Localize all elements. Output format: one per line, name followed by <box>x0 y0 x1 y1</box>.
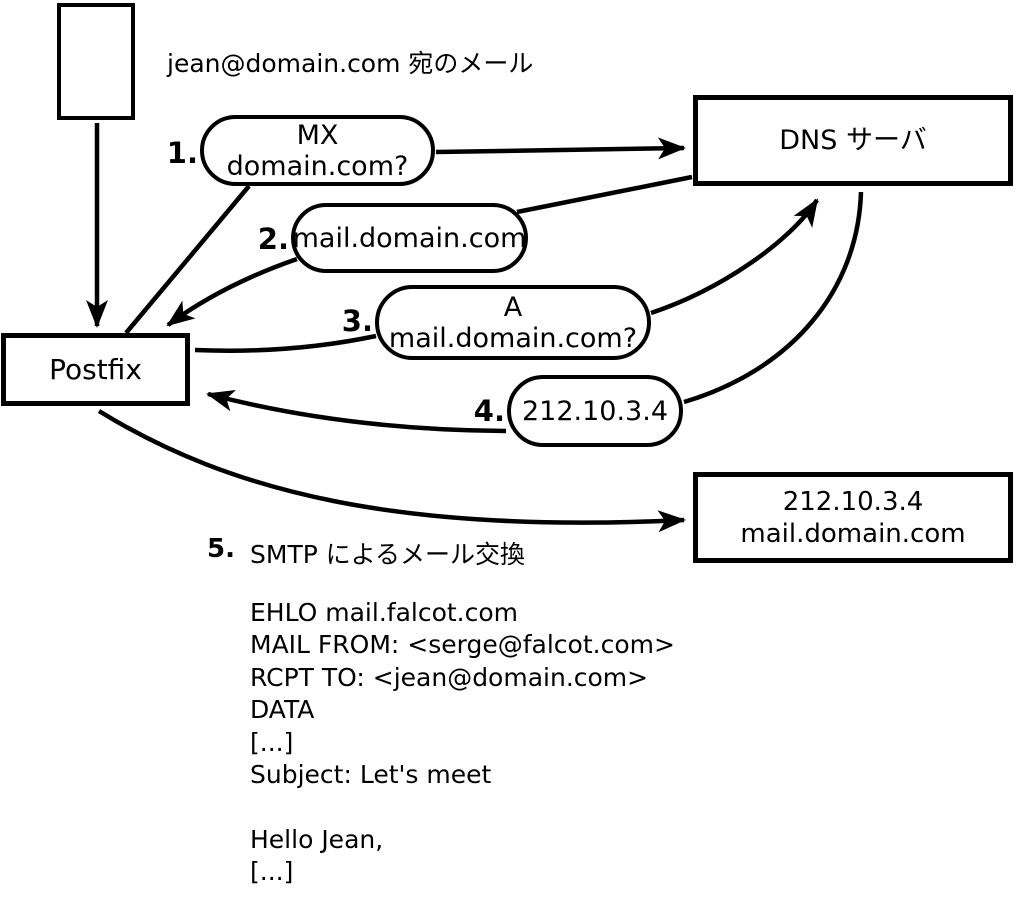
line-postfix-to-a-query <box>194 333 377 353</box>
arrow-a-answer-to-postfix <box>206 389 507 434</box>
arrow-postfix-to-mailserver <box>97 409 686 533</box>
arrow-a-query-to-dns <box>650 198 819 316</box>
dns-server-node: DNS サーバ <box>693 95 1013 186</box>
postfix-label: Postfix <box>49 353 142 386</box>
smtp-line-ellipsis-1: [...] <box>250 727 294 757</box>
line-postfix-to-mx-query <box>124 184 251 335</box>
pill-a-query: A mail.domain.com? <box>375 285 651 360</box>
mail-server-node: 212.10.3.4 mail.domain.com <box>693 472 1013 563</box>
step-number-5: 5. <box>207 534 235 564</box>
smtp-line-ehlo: EHLO mail.falcot.com <box>250 598 519 627</box>
step-number-3: 3. <box>341 304 373 338</box>
step-number-2: 2. <box>257 222 289 256</box>
mail-server-hostname: mail.domain.com <box>740 518 966 549</box>
smtp-line-subject: Subject: Let's meet <box>250 759 492 789</box>
smtp-session-transcript: EHLO mail.falcot.com MAIL FROM: <serge@f… <box>250 597 675 919</box>
line-dns-to-a-answer <box>683 191 864 405</box>
smtp-line-mail-from: MAIL FROM: <serge@falcot.com> <box>250 630 675 660</box>
smtp-line-ellipsis-2: [...] <box>250 857 294 887</box>
step-number-4: 4. <box>473 394 505 428</box>
mail-destination-label: jean@domain.com 宛のメール <box>167 49 534 78</box>
smtp-line-rcpt-to: RCPT TO: <jean@domain.com> <box>250 662 649 692</box>
envelope-box <box>57 3 135 120</box>
smtp-exchange-label: SMTP によるメール交換 <box>250 540 525 569</box>
step-number-1: 1. <box>166 136 198 170</box>
line-dns-to-mx-answer <box>516 174 693 215</box>
smtp-line-blank-1 <box>250 791 675 823</box>
smtp-line-data: DATA <box>250 695 315 725</box>
arrow-mx-answer-to-postfix <box>166 256 298 327</box>
pill-a-answer: 212.10.3.4 <box>507 375 683 447</box>
postfix-node: Postfix <box>1 333 190 406</box>
pill-mx-query: MX domain.com? <box>200 115 435 186</box>
smtp-line-hello: Hello Jean, <box>250 824 384 854</box>
dns-server-label: DNS サーバ <box>779 125 927 156</box>
pill-mx-answer: mail.domain.com <box>291 203 528 273</box>
mail-server-ip: 212.10.3.4 <box>782 486 924 517</box>
arrow-mx-query-to-dns <box>435 137 686 160</box>
smtp-line-blank-2 <box>250 889 675 919</box>
